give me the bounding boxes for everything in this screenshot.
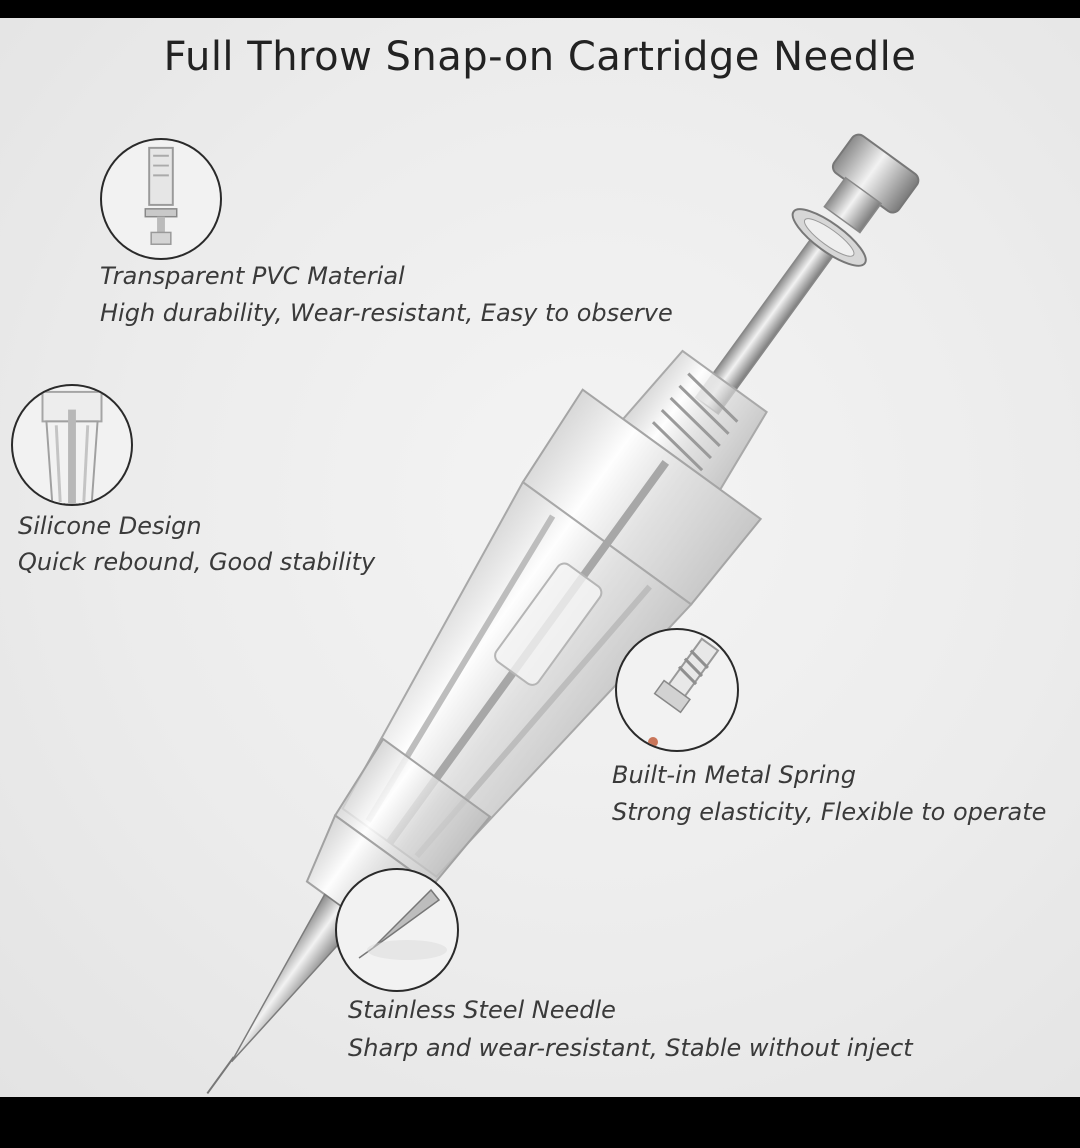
callout-description-pvc: High durability, Wear-resistant, Easy to…	[100, 299, 673, 327]
callout-heading-silicone: Silicone Design	[18, 512, 202, 540]
page-title: Full Throw Snap-on Cartridge Needle	[163, 34, 917, 80]
spring-detail-icon	[615, 628, 739, 752]
cartridge-top-detail-icon	[100, 138, 222, 260]
callout-heading-needle: Stainless Steel Needle	[348, 996, 616, 1024]
silicone-detail-icon	[11, 384, 133, 506]
top-black-bar	[0, 0, 1080, 18]
callout-description-silicone: Quick rebound, Good stability	[18, 548, 376, 576]
callout-heading-spring: Built-in Metal Spring	[612, 761, 856, 789]
bottom-black-bar	[0, 1097, 1080, 1148]
needle-tip-detail-icon	[335, 868, 459, 992]
callout-description-needle: Sharp and wear-resistant, Stable without…	[348, 1034, 913, 1062]
product-infographic: Full Throw Snap-on Cartridge Needle Tran…	[0, 18, 1080, 1097]
callout-description-spring: Strong elasticity, Flexible to operate	[612, 798, 1047, 826]
callout-heading-pvc: Transparent PVC Material	[100, 262, 405, 290]
